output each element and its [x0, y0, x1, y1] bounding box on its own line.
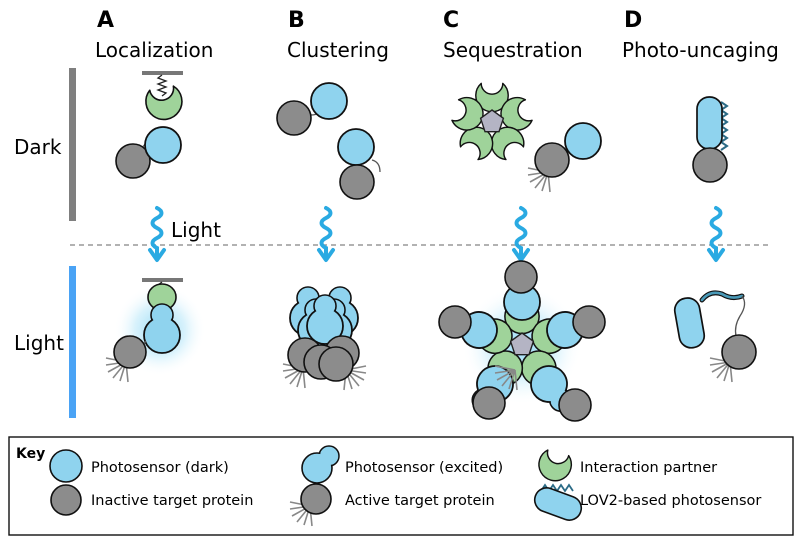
sequestration-dark [449, 82, 602, 193]
panel-letter-a: A [97, 8, 114, 33]
lov2-photosensor-icon [533, 483, 583, 521]
active-target-icon [289, 483, 332, 527]
row-label-dark: Dark [14, 135, 62, 159]
key-box [8, 436, 794, 536]
panel-title-sequestration: Sequestration [443, 38, 583, 62]
clustering-light [282, 286, 367, 391]
dark-row-bar [69, 68, 76, 221]
clustering-dark [276, 82, 381, 200]
sequestration-light [438, 260, 606, 422]
panel-title-clustering: Clustering [287, 38, 389, 62]
key-label-lov2: LOV2-based photosensor [580, 493, 761, 509]
photo-uncaging-light [673, 290, 757, 383]
photo-uncaging-dark [692, 96, 729, 183]
key-title: Key [16, 446, 45, 462]
photosensor-excited-icon [301, 445, 340, 484]
key-label-photosensor-dark: Photosensor (dark) [91, 460, 229, 476]
panel-letter-c: C [443, 8, 459, 33]
panel-letter-d: D [624, 8, 642, 33]
light-arrow-a [148, 206, 166, 262]
key-label-inactive-target: Inactive target protein [91, 493, 253, 509]
light-arrow-label: Light [171, 218, 221, 242]
light-arrow-c [512, 206, 530, 262]
key-label-photosensor-excited: Photosensor (excited) [345, 460, 503, 476]
light-row-bar [69, 266, 76, 418]
inactive-target-icon [50, 484, 82, 516]
localization-light [105, 278, 206, 383]
panel-title-photo-uncaging: Photo-uncaging [622, 38, 779, 62]
panel-title-localization: Localization [95, 38, 213, 62]
localization-dark [115, 71, 186, 179]
key-label-active-target: Active target protein [345, 493, 495, 509]
panel-letter-b: B [288, 8, 305, 33]
key-label-interaction-partner: Interaction partner [580, 460, 717, 476]
light-arrow-b [317, 206, 335, 262]
light-arrow-d [707, 206, 725, 262]
photosensor-dark-icon [49, 449, 83, 483]
row-label-light: Light [14, 331, 64, 355]
